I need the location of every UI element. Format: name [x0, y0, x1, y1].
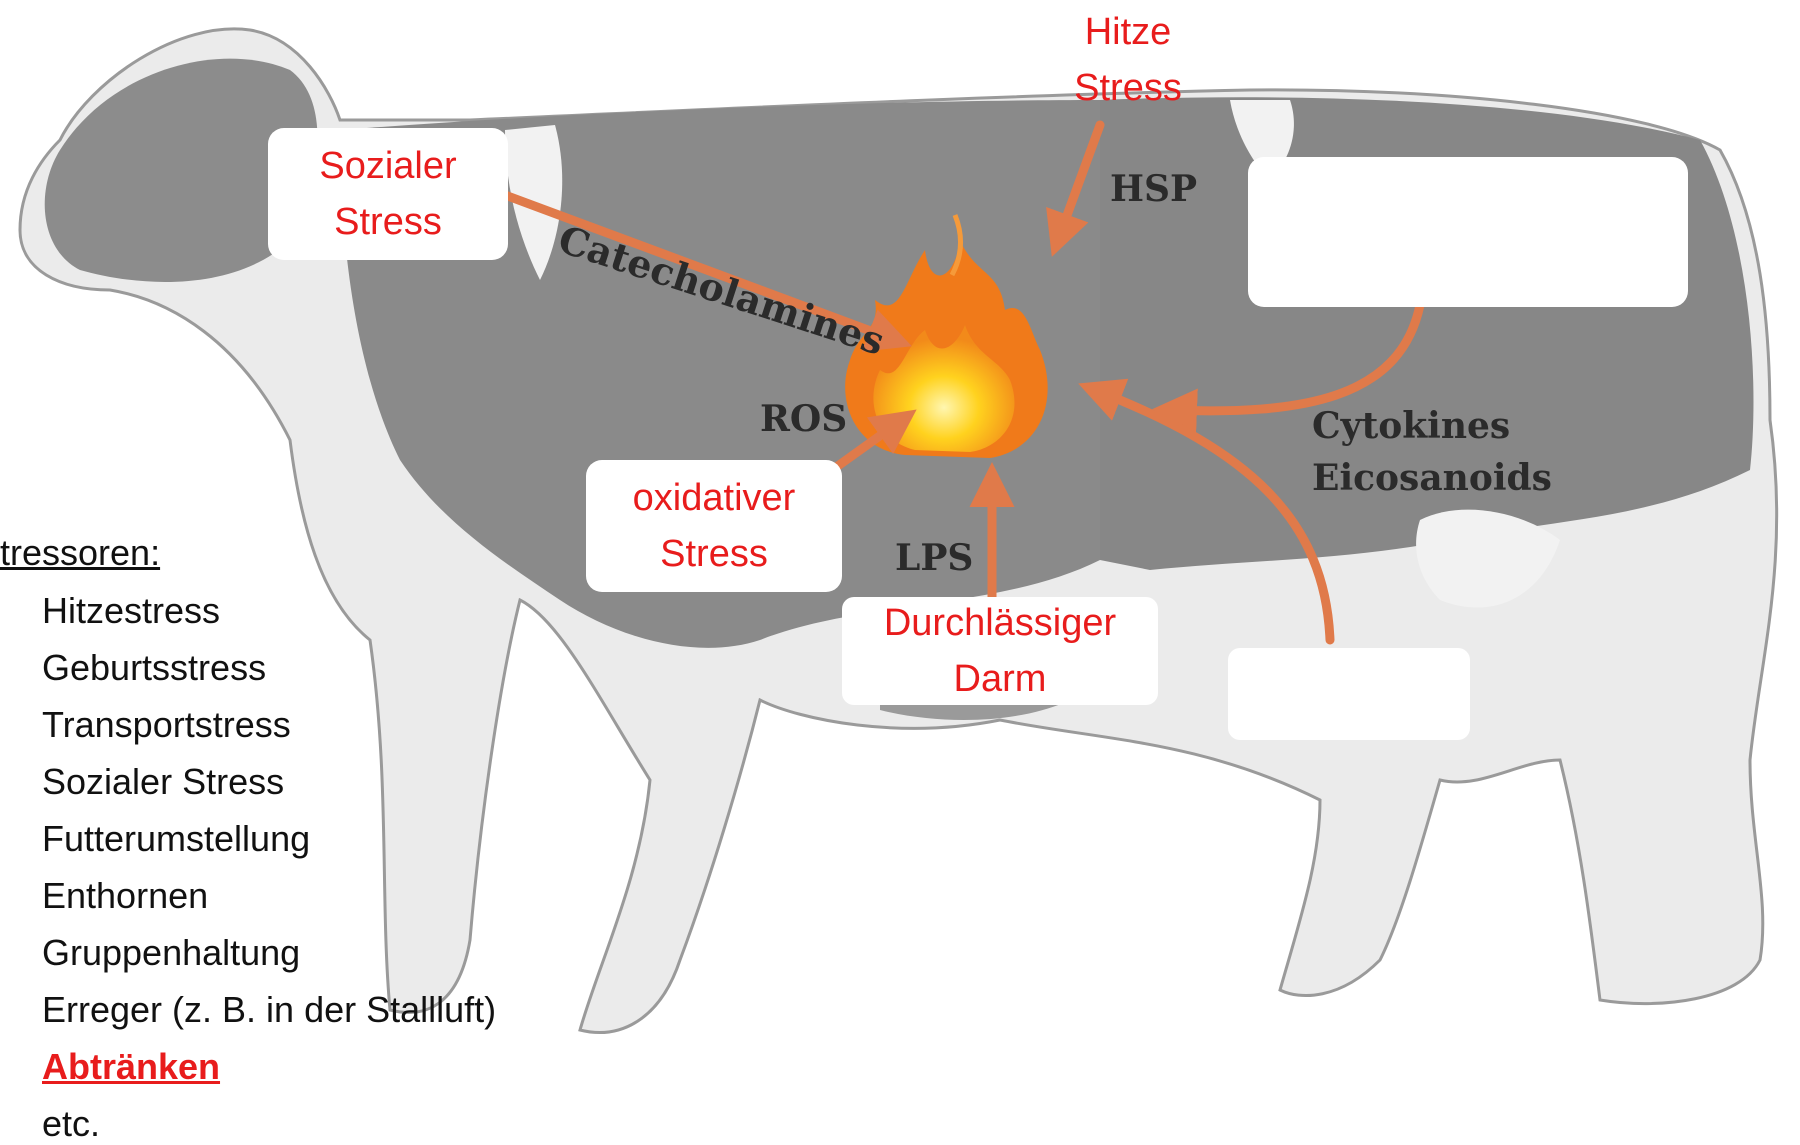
box-oxidativ-line2: Stress: [660, 526, 768, 582]
box-oxidativ-line1: oxidativer: [633, 470, 796, 526]
stressor-item: Enthornen: [42, 875, 208, 917]
box-empty-bottom-right: [1228, 648, 1470, 740]
stressor-item: Sozialer Stress: [42, 761, 284, 803]
box-durchlaessiger-darm: Durchlässiger Darm: [842, 597, 1158, 705]
molecule-eicosanoids: Eicosanoids: [1312, 457, 1552, 499]
box-oxidativer-stress: oxidativer Stress: [586, 460, 842, 592]
label-hitze-stress: Hitze Stress: [1048, 4, 1208, 116]
molecule-lps: LPS: [895, 537, 973, 579]
stressor-item: Gruppenhaltung: [42, 932, 300, 974]
stressor-item: Geburtsstress: [42, 647, 266, 689]
label-hitze-line2: Stress: [1048, 60, 1208, 116]
box-sozialer-line1: Sozialer: [319, 138, 456, 194]
stressor-item-highlighted: Abtränken: [42, 1046, 220, 1088]
molecule-ros: ROS: [760, 398, 847, 440]
molecule-hsp: HSP: [1110, 168, 1197, 210]
molecule-cytokines: Cytokines: [1312, 405, 1510, 447]
box-darm-line2: Darm: [954, 651, 1047, 707]
box-empty-top-right: [1248, 157, 1688, 307]
stressor-item: Futterumstellung: [42, 818, 310, 860]
box-sozialer-line2: Stress: [334, 194, 442, 250]
box-darm-line1: Durchlässiger: [884, 595, 1116, 651]
stressor-item: Hitzestress: [42, 590, 220, 632]
stressor-item: etc.: [42, 1103, 100, 1145]
stressor-list-heading: tressoren:: [0, 532, 160, 574]
stressor-item: Transportstress: [42, 704, 291, 746]
box-sozialer-stress: Sozialer Stress: [268, 128, 508, 260]
label-hitze-line1: Hitze: [1048, 4, 1208, 60]
stressor-item: Erreger (z. B. in der Stallluft): [42, 989, 496, 1031]
